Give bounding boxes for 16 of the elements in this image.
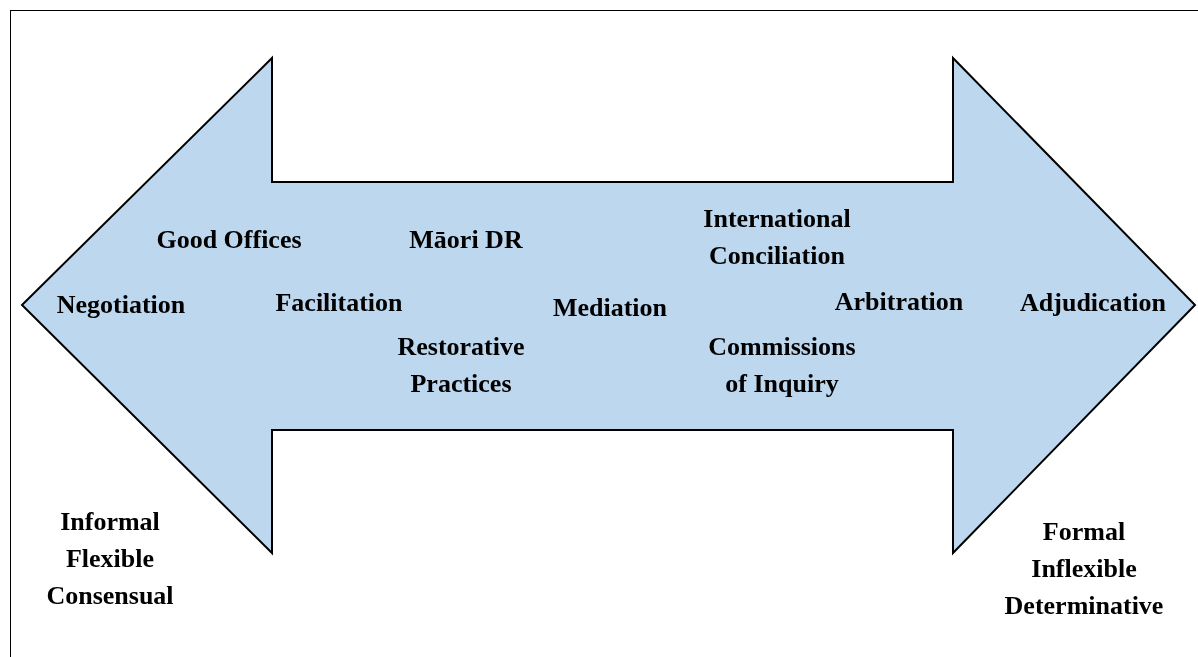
scale-label: Flexible <box>65 542 155 575</box>
scale-label: Inflexible <box>1031 552 1137 585</box>
scale-label: Consensual <box>46 579 174 612</box>
method-label: Māori DR <box>409 223 523 256</box>
method-label: Restorative Practices <box>396 331 526 400</box>
method-label: Arbitration <box>834 285 964 318</box>
method-label: Commissions of Inquiry <box>707 331 857 400</box>
method-label: Good Offices <box>156 223 302 256</box>
method-label: International Conciliation <box>702 203 852 272</box>
method-label: Negotiation <box>56 288 186 321</box>
method-label: Adjudication <box>1020 286 1166 319</box>
scale-label: Determinative <box>1004 589 1164 622</box>
scale-label: Formal <box>1042 515 1126 548</box>
method-label: Mediation <box>552 291 668 324</box>
scale-label: Informal <box>60 505 160 538</box>
method-label: Facilitation <box>275 286 403 319</box>
